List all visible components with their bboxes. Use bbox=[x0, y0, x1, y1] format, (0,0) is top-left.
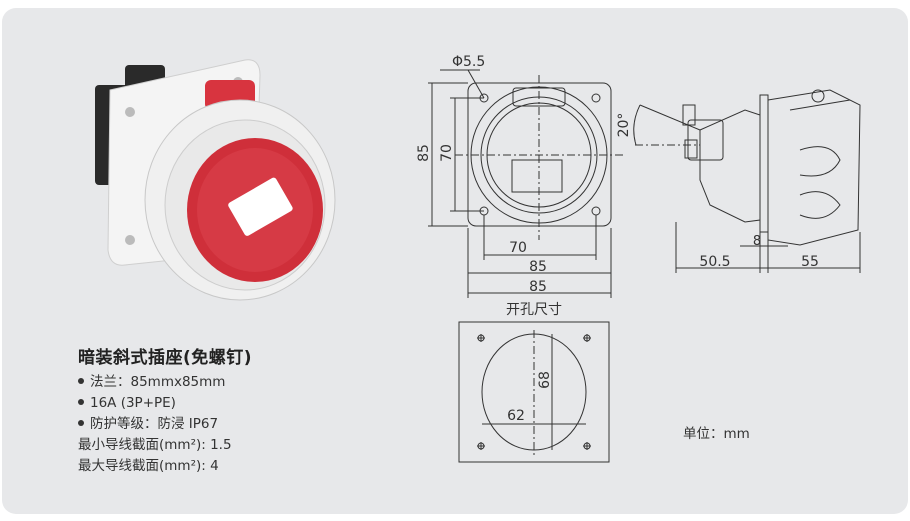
front-label-window bbox=[511, 159, 563, 193]
hole-dia-label: Φ5.5 bbox=[452, 54, 485, 70]
bullet-icon bbox=[78, 420, 84, 426]
front-height-outer: 85 bbox=[416, 144, 432, 162]
unit-label: 单位：mm bbox=[683, 426, 750, 442]
spec-item: 法兰：85mmx85mm bbox=[78, 372, 232, 393]
side-depth-b: 55 bbox=[801, 254, 819, 270]
socket-photo bbox=[95, 59, 336, 301]
cutout-width: 62 bbox=[507, 408, 525, 424]
front-width-inner: 70 bbox=[509, 240, 527, 256]
product-title: 暗装斜式插座(免螺钉) bbox=[78, 348, 253, 368]
spec-item: 最小导线截面(mm²): 1.5 bbox=[78, 437, 232, 453]
spec-list: 法兰：85mmx85mm 16A (3P+PE) 防护等级：防浸 IP67 最小… bbox=[78, 372, 232, 477]
cutout-height: 68 bbox=[537, 371, 553, 389]
side-plug-body bbox=[699, 109, 761, 223]
bullet-icon bbox=[78, 399, 84, 405]
front-width-outer: 85 bbox=[529, 279, 547, 295]
front-width-mid: 85 bbox=[529, 259, 547, 275]
spec-item: 最大导线截面(mm²): 4 bbox=[78, 458, 219, 474]
cutout-panel bbox=[458, 321, 610, 463]
side-gap: 8 bbox=[753, 234, 761, 249]
angle-label: 20° bbox=[616, 113, 632, 138]
side-depth-a: 50.5 bbox=[699, 254, 730, 270]
cutout-label: 开孔尺寸 bbox=[506, 302, 562, 318]
spec-item: 防护等级：防浸 IP67 bbox=[78, 414, 232, 435]
side-cap bbox=[767, 89, 861, 246]
bullet-icon bbox=[78, 378, 84, 384]
spec-item: 16A (3P+PE) bbox=[78, 393, 232, 414]
front-height-inner: 70 bbox=[439, 144, 455, 162]
